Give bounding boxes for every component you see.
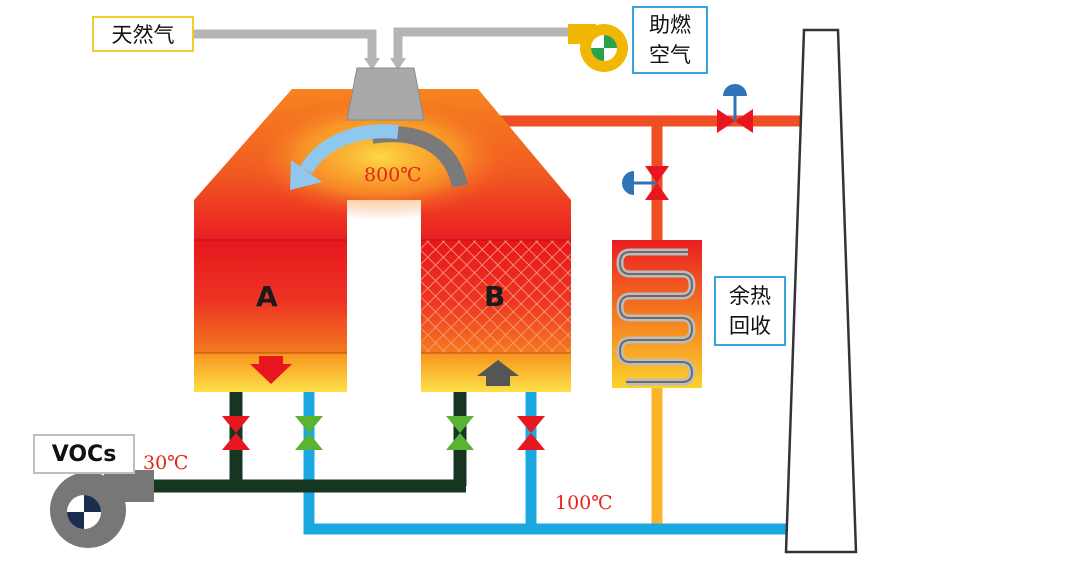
air-inlet-arrow <box>390 58 406 70</box>
flow-arrow-blue <box>300 124 399 174</box>
gas-air-supply-pipes <box>194 27 568 62</box>
combustion-air-text-line1: 助燃 <box>649 13 691 37</box>
combustion-air-text-line2: 空气 <box>649 43 691 67</box>
clean-gas-pipes <box>303 392 790 535</box>
chamber-a-inlet-valve <box>222 416 250 450</box>
heat-recovery-text-line2: 回收 <box>729 314 771 338</box>
natural-gas-text: 天然气 <box>111 23 175 47</box>
exhaust-temperature: 100℃ <box>555 492 613 514</box>
burner <box>346 67 425 121</box>
chamber-b-outlet-valve <box>517 416 545 450</box>
chamber-a-label: A <box>256 280 278 313</box>
exhaust-stack <box>784 28 858 554</box>
vocs-label: VOCs <box>33 434 135 474</box>
bypass-valve <box>717 84 753 133</box>
natural-gas-label: 天然气 <box>92 16 194 52</box>
vocs-text: VOCs <box>51 441 117 467</box>
chamber-a-down-arrow <box>250 356 292 384</box>
combustion-air-label: 助燃 空气 <box>632 6 708 74</box>
inlet-temperature: 30℃ <box>143 452 189 474</box>
chamber-a-body <box>194 240 347 353</box>
heat-recovery-valve <box>622 166 669 200</box>
combustion-air-fan <box>568 24 628 72</box>
heat-recovery-text-line1: 余热 <box>729 284 771 308</box>
chamber-b-up-arrow <box>477 360 519 386</box>
heat-recovery-label: 余热 回收 <box>714 276 786 346</box>
gas-inlet-arrow <box>364 58 380 70</box>
chamber-b-inlet-valve <box>446 416 474 450</box>
chamber-temperature: 800℃ <box>364 164 422 186</box>
flow-arrow-blue-head <box>290 160 322 190</box>
vocs-blower-fan <box>50 470 154 548</box>
chamber-b-label: B <box>484 280 506 313</box>
chamber-a-outlet-valve <box>295 416 323 450</box>
chamber-b-mesh <box>421 240 571 353</box>
